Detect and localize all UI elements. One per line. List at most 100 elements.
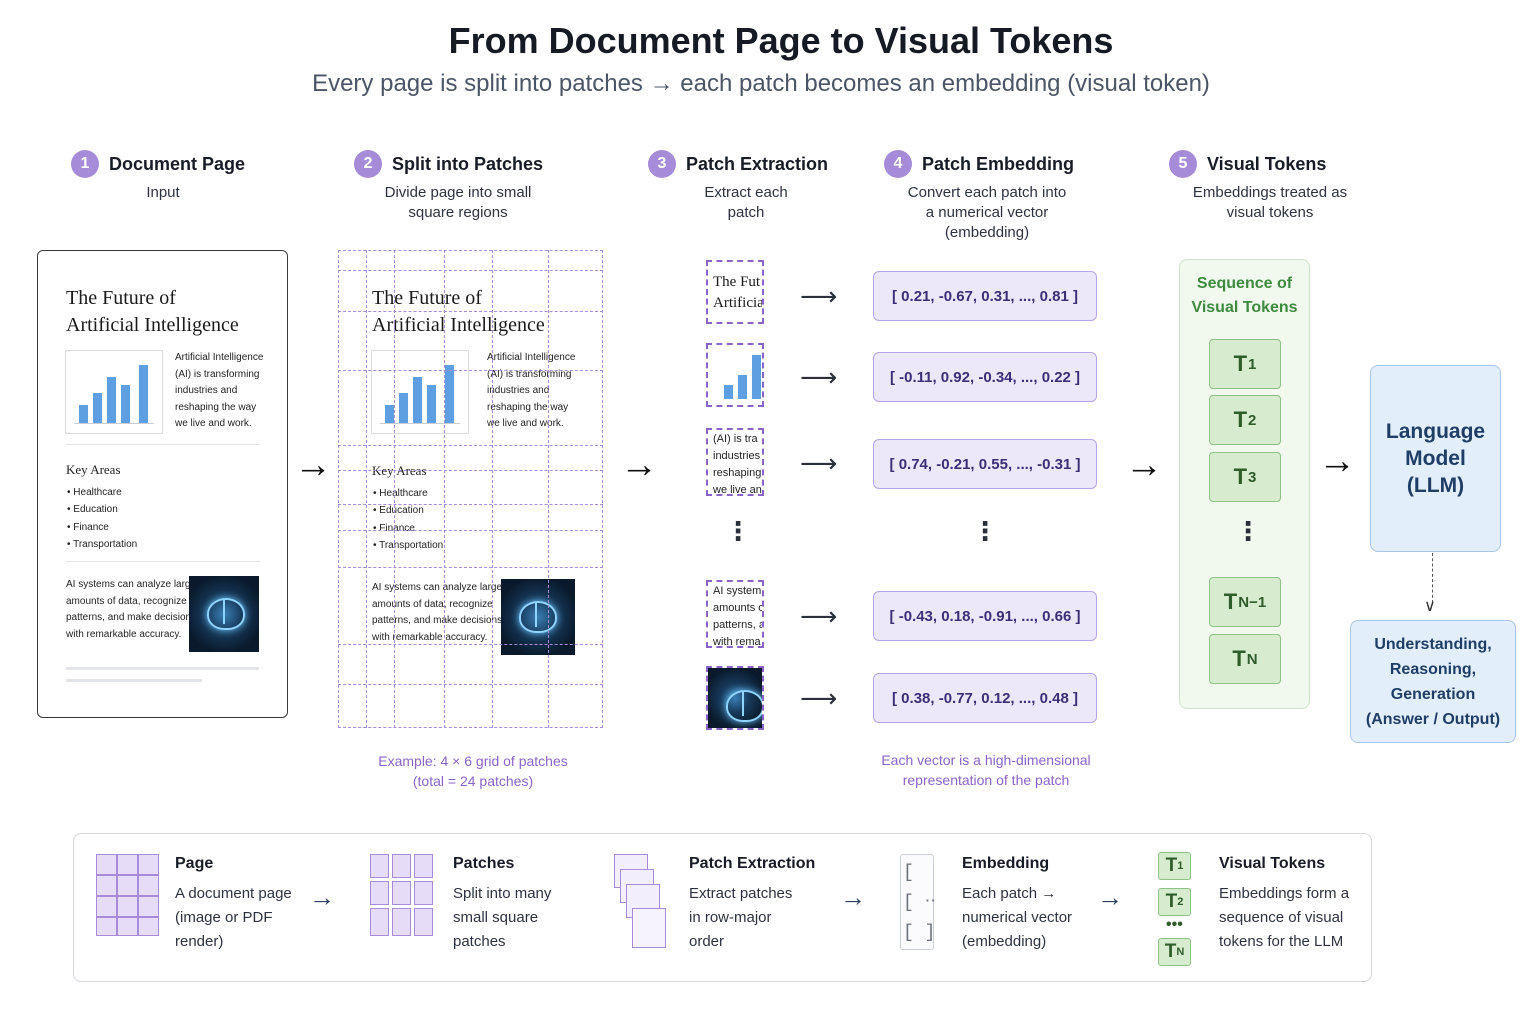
text-line: (AI) is tra <box>713 433 758 445</box>
grid-cell <box>96 875 117 896</box>
grid-line <box>492 250 493 728</box>
arrow-right-icon: → <box>1318 440 1356 482</box>
chart-axis <box>74 423 154 424</box>
list-item: Transportation <box>67 536 137 553</box>
text-line: patterns, and make decisions <box>66 612 197 623</box>
text-line: order <box>689 933 725 950</box>
document-title: The Future of Artificial Intelligence <box>66 285 239 339</box>
chart-bar <box>93 393 102 423</box>
grid-line <box>338 250 339 728</box>
step-5-header: 5 Visual Tokens <box>1169 150 1326 178</box>
language-model-box: Language Model (LLM) <box>1370 365 1501 552</box>
text-line: sequence of visual <box>1219 909 1344 926</box>
grid-cell <box>117 854 138 875</box>
text-line: amounts of data, recognize <box>372 598 493 610</box>
caption-line: Each vector is a high-dimensional <box>881 752 1091 768</box>
arrow-right-icon: ⟶ <box>800 448 838 478</box>
grid-cell <box>414 881 433 905</box>
chart-bar <box>427 385 436 423</box>
step-3-header: 3 Patch Extraction <box>648 150 828 178</box>
step-1-header: 1 Document Page <box>71 150 245 178</box>
text-line: in row-major <box>689 909 772 926</box>
text-line: with remarkable accuracy. <box>372 631 488 643</box>
key-areas-heading: Key Areas <box>372 463 427 478</box>
llm-label-line: (LLM) <box>1406 474 1465 497</box>
chart-bar <box>738 375 747 399</box>
brain-image <box>501 579 575 655</box>
grid-line <box>338 270 603 271</box>
token-base: T <box>1232 646 1246 671</box>
document-title-line: The Future of <box>66 287 176 309</box>
chart-bar <box>413 377 422 423</box>
grid-cell <box>96 917 117 936</box>
title-line: Visual Tokens <box>1191 299 1298 316</box>
text-line: patterns, an <box>713 619 762 631</box>
text-line: reshaping the way <box>175 401 257 413</box>
text-line: reshaping the way <box>487 401 569 413</box>
text-line: small square <box>453 909 539 926</box>
arrow-right-icon: ⟶ <box>800 683 838 713</box>
text-line: (AI) is transforming <box>175 368 260 380</box>
step-2-header: 2 Split into Patches <box>354 150 543 178</box>
grid-cell <box>392 854 411 878</box>
grid-cell <box>414 908 433 936</box>
stack-sheet <box>632 908 666 948</box>
grid-cell <box>138 896 159 917</box>
grid-caption: Example: 4 × 6 grid of patches (total = … <box>338 751 608 791</box>
list-item: Healthcare <box>373 485 443 502</box>
text-line: we live and work. <box>487 418 564 429</box>
grid-line <box>338 727 603 728</box>
embedding-vector: [ 0.21, -0.67, 0.31, ..., 0.81 ] <box>873 271 1097 321</box>
step-description: Convert each patch into a numerical vect… <box>907 184 1067 241</box>
text-line: AI systems can analyze large <box>66 579 197 590</box>
grid-line <box>338 504 603 505</box>
document-intro-text: Artificial Intelligence (AI) is transfor… <box>487 350 575 433</box>
legend-description: A document page (image or PDF render) <box>175 882 292 954</box>
text-line: Artificial Intelligence <box>175 352 264 363</box>
step-4-header: 4 Patch Embedding <box>884 150 1074 178</box>
grid-line <box>444 250 445 728</box>
grid-line <box>602 250 603 728</box>
chart-axis <box>380 423 460 424</box>
token-base: T <box>1233 351 1248 376</box>
document-title-line: The Future of <box>372 287 482 309</box>
text-line: industries and <box>175 385 238 396</box>
grid-cell <box>392 908 411 936</box>
key-areas-list: Healthcare Education Finance Transportat… <box>67 484 137 553</box>
document-intro-text: Artificial Intelligence (AI) is transfor… <box>175 350 263 433</box>
text-line: tokens for the LLM <box>1219 933 1344 950</box>
text-line: Artificia <box>713 295 764 311</box>
embedding-vector: [ 0.38, -0.77, 0.12, ..., 0.48 ] <box>873 673 1097 723</box>
text-line: we live an <box>713 484 762 496</box>
grid-line <box>548 250 549 728</box>
step-title: Document Page <box>109 153 246 174</box>
tokens-title: Sequence of Visual Tokens <box>1179 272 1310 320</box>
vector-caption: Each vector is a high-dimensional repres… <box>858 750 1114 790</box>
grid-cell <box>117 896 138 917</box>
token-index: N <box>1176 946 1185 958</box>
document-ai-text: AI systems can analyze large amounts of … <box>372 580 502 646</box>
caption-line: Example: 4 × 6 grid of patches <box>378 753 568 769</box>
text-line: we live and work. <box>175 418 252 429</box>
step-description: Input <box>146 184 180 201</box>
grid-cell <box>370 854 389 878</box>
step-title: Visual Tokens <box>1207 153 1327 174</box>
text-line: The Fut <box>713 274 761 290</box>
grid-cell <box>392 881 411 905</box>
arrow-right-icon: → <box>1097 882 1123 912</box>
legend-description: Extract patches in row-major order <box>689 882 792 954</box>
embedding-vector: [ -0.43, 0.18, -0.91, ..., 0.66 ] <box>873 591 1097 641</box>
list-item: Education <box>373 502 443 519</box>
arrow-right-icon: → <box>294 444 332 486</box>
patch-text: AI system amounts o patterns, an with re… <box>713 583 762 646</box>
arrow-right-icon: ⟶ <box>800 362 838 392</box>
brain-image <box>189 576 259 652</box>
chart-bar <box>107 377 116 423</box>
text-line: Split into many <box>453 885 552 902</box>
token-base: T <box>1164 941 1177 962</box>
text-line: patterns, and make decisions <box>372 615 503 626</box>
